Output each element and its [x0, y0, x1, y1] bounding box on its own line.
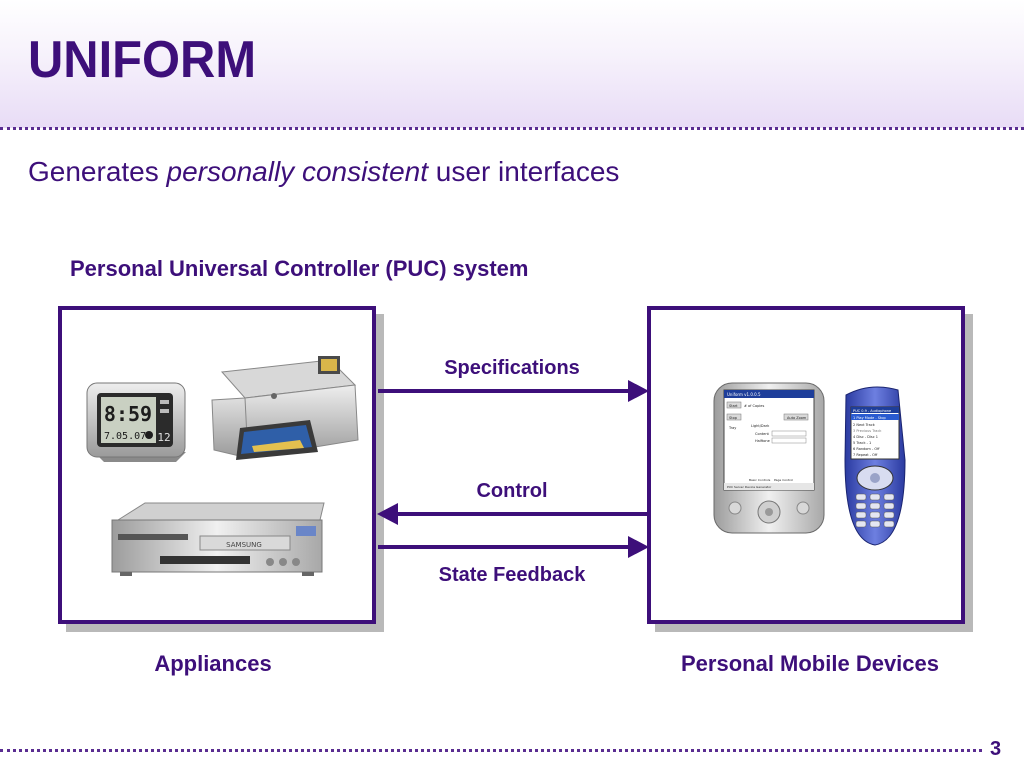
top-dotted-rule — [0, 127, 1024, 130]
pda-title-bar: Uniform v1.0.0.5 — [727, 392, 761, 397]
pda-tab-page: Page Control — [774, 478, 793, 482]
appliances-caption: Appliances — [154, 651, 272, 676]
slide-subtitle: Generates personally consistent user int… — [28, 156, 619, 188]
pda-tray-button: Tray — [728, 426, 736, 430]
state-feedback-label: State Feedback — [438, 564, 586, 586]
pda-image: Uniform v1.0.0.5 Start # of Copies Stop … — [713, 382, 825, 534]
dvd-vcr-player-image: SAMSUNG — [111, 502, 325, 576]
subtitle-emphasis: personally consistent — [166, 156, 429, 187]
clock-time: 8:59 — [104, 402, 152, 426]
pda-row-lightdark: Light/Dark — [751, 424, 770, 428]
vcr-brand: SAMSUNG — [226, 541, 262, 549]
state-feedback-arrow — [378, 536, 649, 558]
pda-stop-button: Stop — [729, 416, 738, 420]
specifications-label: Specifications — [444, 357, 580, 379]
phone-title-bar: PUC 0.9 - Audiophone — [853, 409, 891, 413]
bottom-dotted-rule — [0, 749, 982, 752]
clock-secondary: 12 — [157, 431, 170, 444]
control-arrow — [377, 503, 647, 525]
phone-item-4: 4 Disc - Disc 1 — [853, 435, 878, 439]
pda-row-content: Content — [755, 432, 770, 436]
control-label: Control — [476, 480, 548, 502]
phone-item-5: 5 Track - 1 — [853, 441, 871, 445]
printer-image — [211, 356, 359, 460]
subtitle-tail: user interfaces — [428, 156, 620, 187]
phone-item-3: 3 Previous Track — [853, 429, 882, 433]
slide-title: UNIFORM — [28, 31, 257, 89]
header-band — [0, 0, 1024, 128]
mobile-phone-image: PUC 0.9 - Audiophone 1 Play Mode - Stop … — [844, 386, 906, 546]
subtitle-lead: Generates — [28, 156, 167, 187]
pda-status-bar: PUC Server Device Generator — [727, 485, 772, 489]
page-number: 3 — [990, 738, 1002, 760]
phone-item-7: 7 Repeat - Off — [853, 453, 878, 457]
pda-tab-basic: Basic Controls — [749, 478, 771, 482]
alarm-clock-image: 8:59 7.05.07 12 — [86, 382, 186, 462]
specifications-arrow — [378, 380, 649, 402]
pda-row-halftone: Halftone — [755, 439, 770, 443]
pda-start-button: Start — [729, 404, 738, 408]
devices-caption: Personal Mobile Devices — [681, 651, 939, 676]
pda-row-copies: # of Copies — [744, 404, 764, 408]
phone-item-2: 2 Next Track — [853, 423, 876, 427]
puc-system-label: Personal Universal Controller (PUC) syst… — [70, 256, 529, 281]
phone-item-1: 1 Play Mode - Stop — [853, 416, 887, 420]
clock-date: 7.05.07 — [104, 431, 146, 442]
pda-row-autozoom: Auto Zoom — [787, 416, 807, 420]
phone-item-6: 6 Random - Off — [853, 447, 880, 451]
